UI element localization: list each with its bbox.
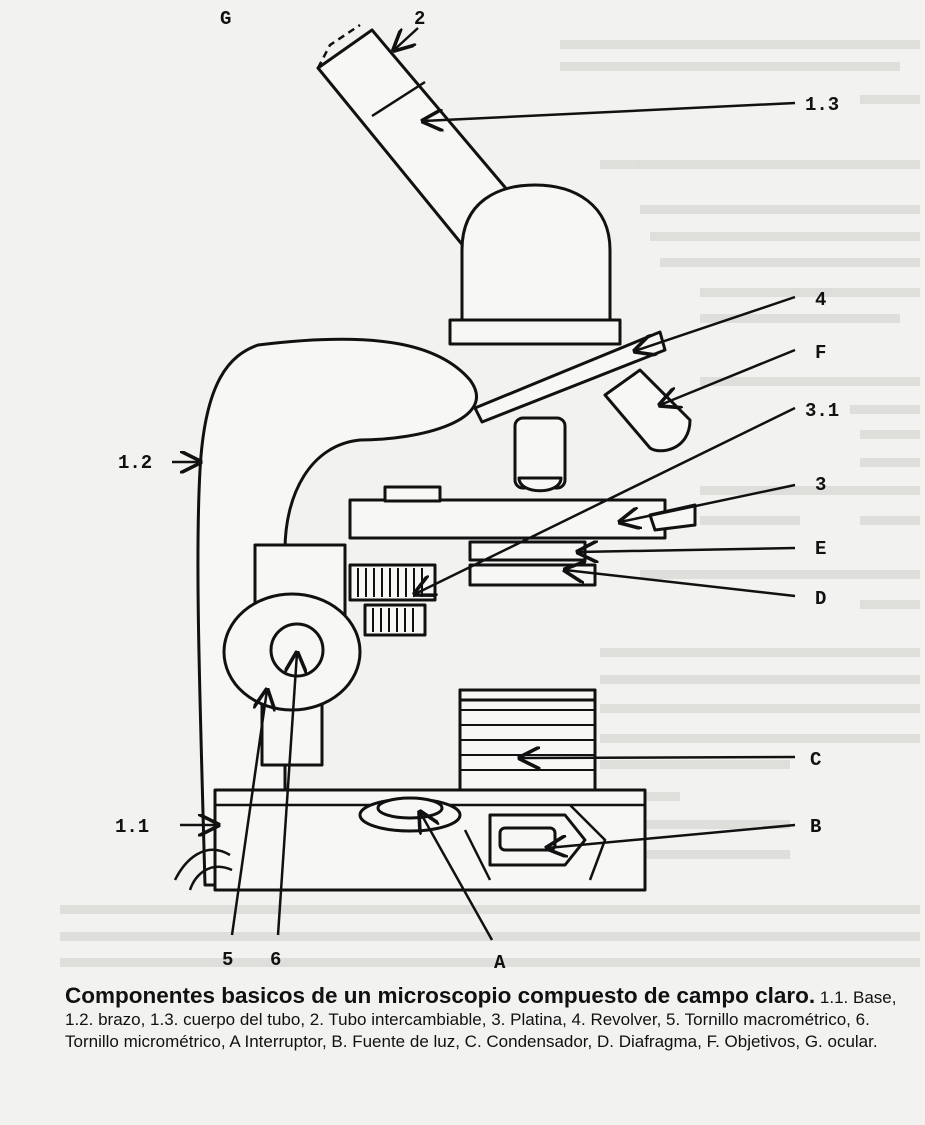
leader-C <box>520 757 796 758</box>
leader-F <box>660 348 796 405</box>
caption-body: 1.1. Base, 1.2. brazo, 1.3. cuerpo del t… <box>65 988 897 1051</box>
label-1-2: 1.2 <box>118 452 152 474</box>
leader-D <box>565 570 796 598</box>
leader-5 <box>230 690 267 936</box>
leader-6 <box>276 653 297 936</box>
label-F: F <box>815 342 826 364</box>
label-6: 6 <box>270 949 281 971</box>
leader-E <box>578 548 796 552</box>
label-4: 4 <box>815 289 826 311</box>
stage-knob <box>383 485 442 503</box>
figure-caption: Componentes basicos de un microscopio co… <box>65 983 925 1053</box>
eyepiece-dashed <box>316 23 361 69</box>
label-B: B <box>810 816 821 838</box>
tube-joint <box>371 80 426 118</box>
label-5: 5 <box>222 949 233 971</box>
label-1-1: 1.1 <box>115 816 149 838</box>
label-D: D <box>815 588 826 610</box>
label-E: E <box>815 538 826 560</box>
objective-right <box>603 368 692 453</box>
head-dome <box>460 183 612 332</box>
label-C: C <box>810 749 821 771</box>
label-3: 3 <box>815 474 826 496</box>
head-collar <box>448 318 622 346</box>
leader-A <box>420 812 494 941</box>
part-labels: G 2 1.3 4 F 3.1 1.2 3 E D C B 1.1 5 6 A <box>115 8 839 974</box>
label-G: G <box>220 8 231 30</box>
stage-platform <box>348 498 667 540</box>
diaphragm-ring <box>468 563 597 587</box>
knurled-wheel-lower <box>363 603 427 637</box>
label-A: A <box>494 952 506 974</box>
switch <box>498 826 557 852</box>
leader-lines <box>172 27 796 941</box>
light-port <box>376 796 444 820</box>
objective-left-lens <box>517 476 563 493</box>
lamp-housing-top <box>458 688 597 702</box>
power-cable-outline <box>188 865 233 891</box>
label-1-3: 1.3 <box>805 94 839 116</box>
leader-2 <box>394 27 419 50</box>
knurl-lines <box>357 568 423 632</box>
leader-3 <box>620 483 796 522</box>
label-3-1: 3.1 <box>805 400 839 422</box>
leader-3-1 <box>415 406 796 594</box>
revolver-plate <box>473 330 667 424</box>
leader-B <box>547 823 796 848</box>
power-cable <box>173 848 231 881</box>
label-2: 2 <box>414 8 425 30</box>
caption-title: Componentes basicos de un microscopio co… <box>65 983 816 1008</box>
leader-1-3 <box>423 101 796 121</box>
base-facets <box>463 804 607 881</box>
leader-4 <box>635 295 796 351</box>
